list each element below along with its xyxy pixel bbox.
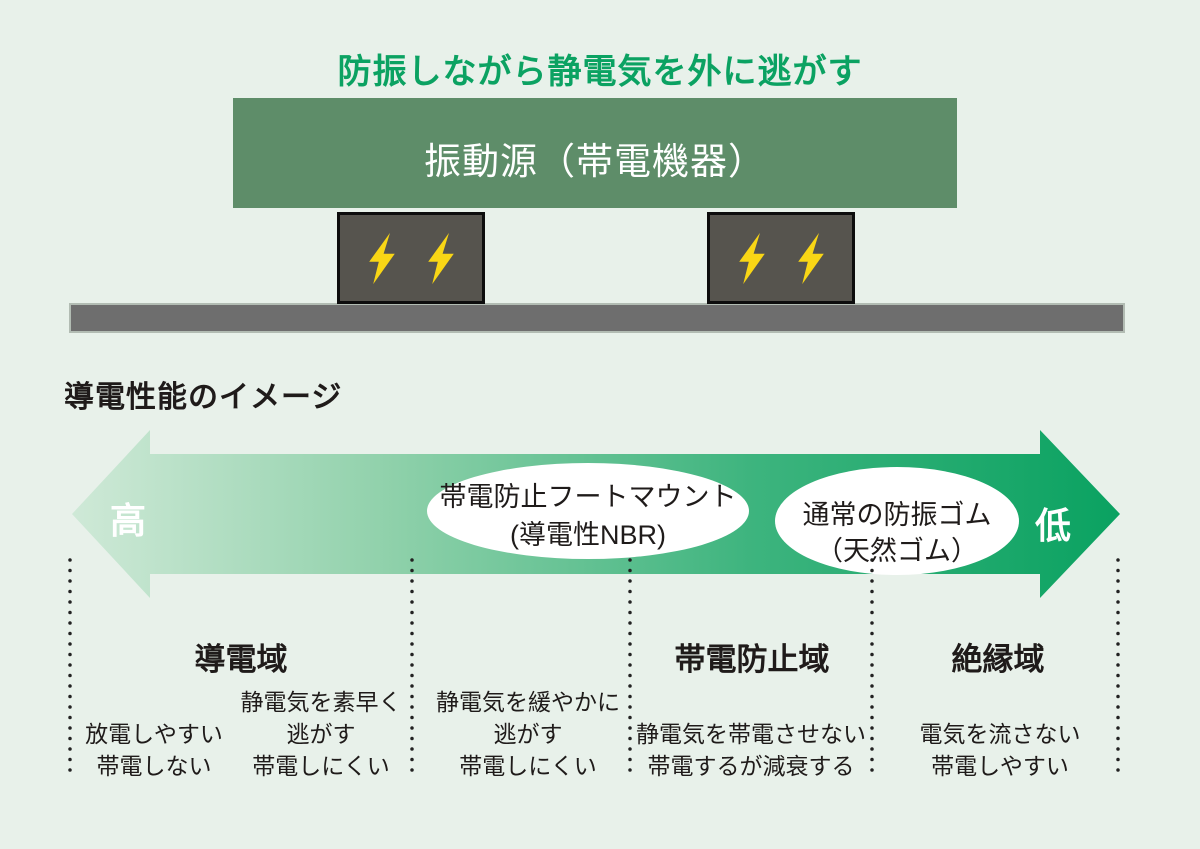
description-line: 帯電しやすい (931, 753, 1069, 779)
zone-description: 静電気を緩やかに 逃がす 帯電しにくい (413, 686, 643, 782)
description-line: 静電気を帯電させない (636, 721, 866, 747)
zone-description: 電気を流さない 帯電しやすい (890, 718, 1110, 782)
description-line: 静電気を素早く (240, 689, 402, 715)
zone-label-insulating: 絶縁域 (951, 642, 1045, 677)
description-line: 帯電しにくい (459, 753, 597, 779)
lightning-bolt-icon (738, 232, 765, 284)
description-line: 電気を流さない (919, 721, 1081, 747)
description-line: 逃がす (286, 721, 356, 747)
description-line: 帯電しない (96, 753, 212, 779)
description-line: 放電しやすい (85, 721, 223, 747)
diagram-title: 防振しながら静電気を外に逃がす (337, 53, 863, 91)
foot-mount-right (707, 212, 855, 304)
scale-low-label: 低 (1034, 505, 1071, 546)
product-name: 通常の防振ゴム (802, 500, 992, 530)
floor-bar (69, 303, 1125, 333)
scale-high-label: 高 (109, 500, 146, 541)
product-name: 帯電防止フートマウント (439, 482, 737, 512)
zone-description: 静電気を帯電させない 帯電するが減衰する (631, 718, 871, 782)
product-label-antistatic: 帯電防止フートマウント (導電性NBR) (428, 478, 748, 554)
product-ellipse-antistatic (427, 463, 749, 559)
description-line: 逃がす (493, 721, 563, 747)
zone-label-conductive: 導電域 (194, 642, 288, 677)
product-label-normal-rubber: 通常の防振ゴム （天然ゴム） (757, 497, 1037, 569)
conductivity-heading: 導電性能のイメージ (64, 381, 343, 414)
lightning-bolt-icon (797, 232, 824, 284)
lightning-bolt-icon (368, 232, 395, 284)
vibration-source-box: 振動源（帯電機器） (233, 98, 957, 208)
zone-description: 静電気を素早く 逃がす 帯電しにくい (221, 686, 421, 782)
zone-label-antistatic: 帯電防止域 (674, 642, 830, 677)
foot-mount-left (337, 212, 485, 304)
product-material: (導電性NBR) (510, 520, 666, 550)
zone-description: 放電しやすい 帯電しない (54, 718, 254, 782)
description-line: 帯電するが減衰する (647, 753, 855, 779)
description-line: 静電気を緩やかに (436, 689, 620, 715)
description-line: 帯電しにくい (252, 753, 390, 779)
vibration-source-label: 振動源（帯電機器） (424, 141, 766, 182)
product-ellipse-normal-rubber (775, 467, 1019, 575)
lightning-bolt-icon (427, 232, 454, 284)
product-material: （天然ゴム） (816, 536, 978, 566)
